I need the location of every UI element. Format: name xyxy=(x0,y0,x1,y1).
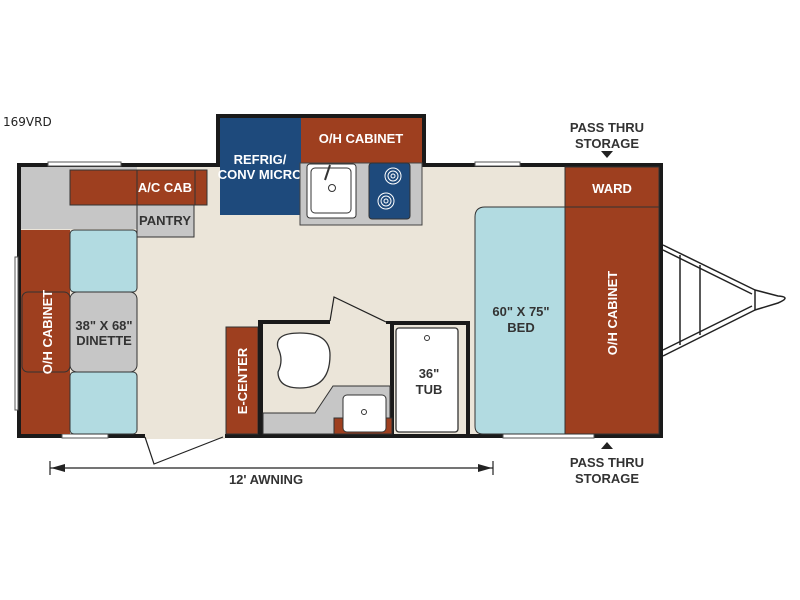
dinette-table xyxy=(69,291,138,373)
pass-thru-top-label-2: STORAGE xyxy=(575,136,639,151)
stove xyxy=(368,162,411,220)
oh-cabinet-kitchen xyxy=(301,118,422,163)
arrow-down-icon xyxy=(601,151,613,158)
pass-thru-bottom-label: PASS THRU xyxy=(570,455,644,470)
oh-cabinet-dinette-label: O/H CABINET xyxy=(40,290,55,375)
wardrobe-label: WARD xyxy=(592,181,632,196)
pantry-label: PANTRY xyxy=(139,213,191,228)
arrow-up-icon xyxy=(601,442,613,449)
entry-door[interactable] xyxy=(144,436,224,465)
refrig-label: REFRIG/ xyxy=(234,152,287,167)
conv-micro-label: CONV MICRO xyxy=(218,167,303,182)
toilet xyxy=(276,332,331,389)
entry-door-opening xyxy=(145,433,225,439)
dinette-seat-lower xyxy=(69,371,138,435)
oh-cabinet-dinette xyxy=(21,230,70,434)
tub-drain-icon xyxy=(424,335,430,341)
refrigerator xyxy=(220,118,301,215)
dinette-label: DINETTE xyxy=(76,333,132,348)
ac-cabinet xyxy=(69,169,208,206)
bed-label: BED xyxy=(507,320,534,335)
tub-label: TUB xyxy=(416,382,443,397)
dinette-seat-upper xyxy=(69,229,138,293)
oh-cabinet-bedroom-label: O/H CABINET xyxy=(605,271,620,356)
awning-dimension xyxy=(49,461,494,475)
model-name: 169VRD xyxy=(3,115,52,129)
sink-drain-icon xyxy=(328,184,336,192)
bathroom-door[interactable] xyxy=(329,296,387,323)
bathroom-sink xyxy=(342,394,387,433)
bathroom-walls xyxy=(258,320,470,434)
pantry xyxy=(136,204,195,238)
bed xyxy=(474,206,566,435)
wardrobe xyxy=(564,166,660,208)
e-center-label: E-CENTER xyxy=(235,347,250,414)
pass-thru-top-label: PASS THRU xyxy=(570,120,644,135)
bathtub xyxy=(395,327,459,433)
dinette-size-label: 38" X 68" xyxy=(75,318,132,333)
pass-thru-bottom-label-2: STORAGE xyxy=(575,471,639,486)
tub-size-label: 36" xyxy=(419,366,440,381)
trailer-hitch xyxy=(662,244,786,357)
e-center xyxy=(225,326,259,435)
oh-cabinet-kitchen-label: O/H CABINET xyxy=(319,131,404,146)
bed-size-label: 60" X 75" xyxy=(492,304,549,319)
burner-icon xyxy=(377,167,402,210)
awning-label: 12' AWNING xyxy=(229,472,303,487)
ac-cab-label: A/C CAB xyxy=(138,180,192,195)
oh-cabinet-bedroom xyxy=(564,206,660,435)
